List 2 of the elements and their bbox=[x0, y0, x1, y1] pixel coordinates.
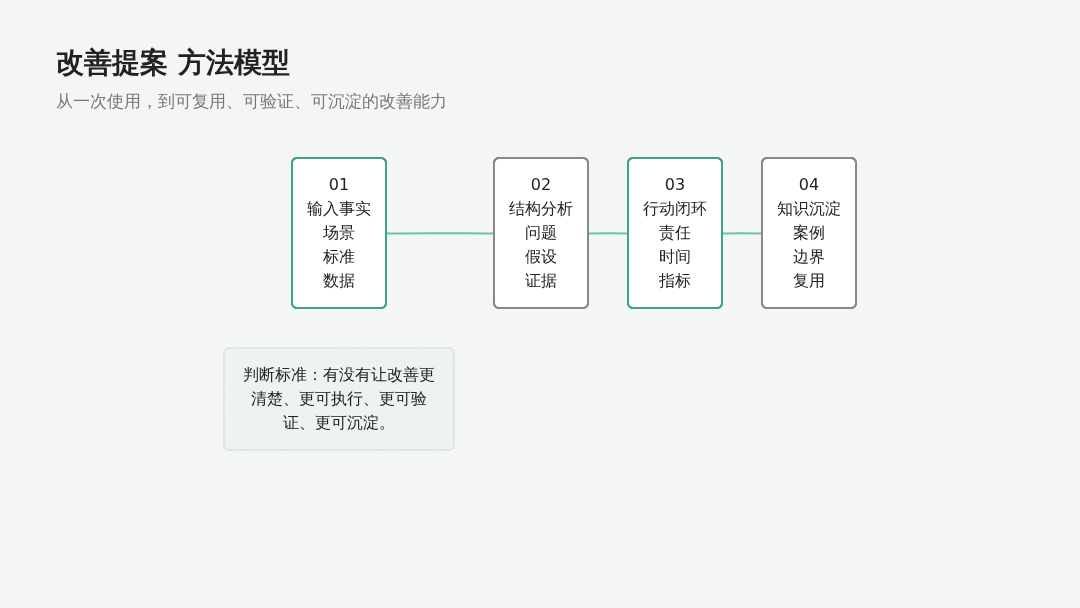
subtitle: 从一次使用，到可复用、可验证、可沉淀的改善能力 bbox=[56, 90, 447, 113]
diagram-title: 改善提案 方法模型 bbox=[56, 45, 290, 81]
